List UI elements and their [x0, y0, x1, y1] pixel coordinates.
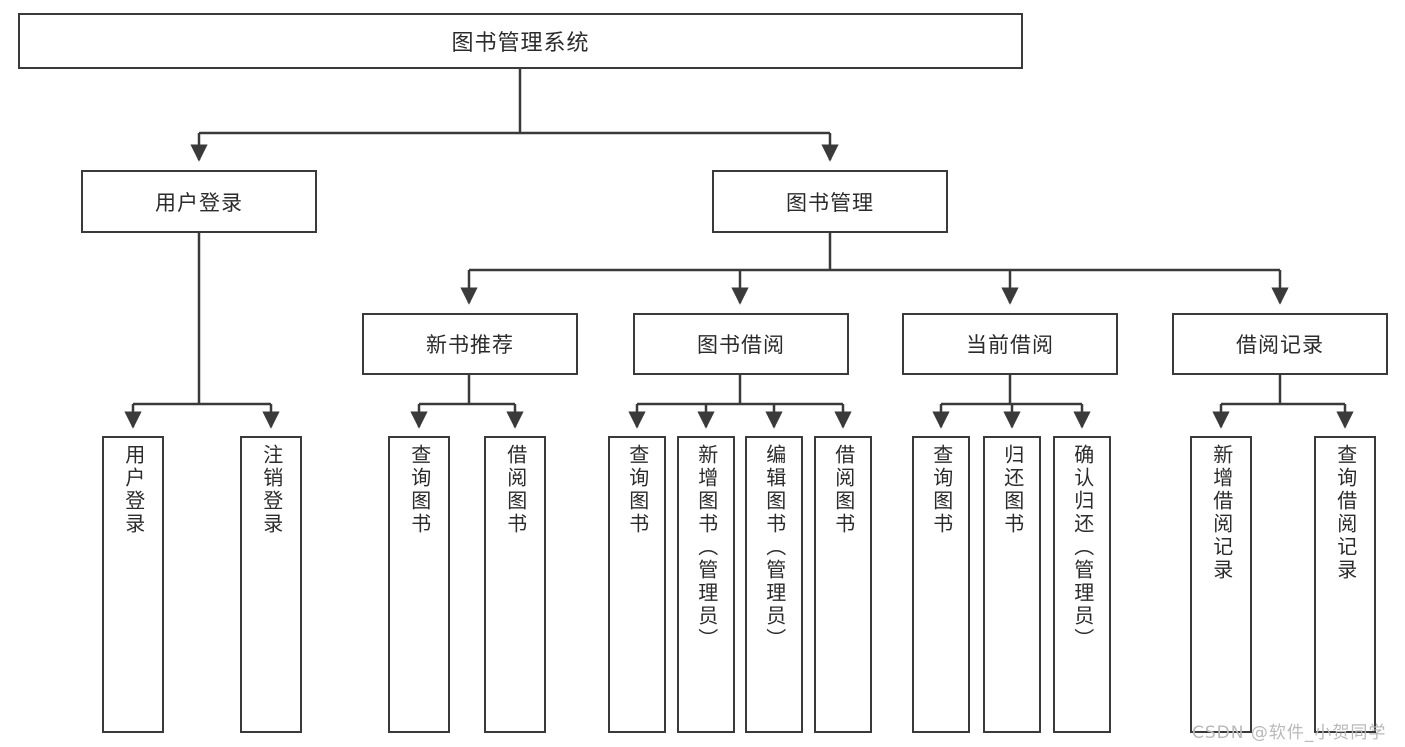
node-leaf-borrow-book-2[interactable]: 借阅图书: [814, 436, 872, 733]
node-book-manage[interactable]: 图书管理: [712, 170, 948, 233]
node-label: 注销登录: [259, 444, 284, 536]
node-label: 查询借阅记录: [1333, 444, 1358, 582]
node-label: 查询图书: [929, 444, 954, 536]
node-label: 新增借阅记录: [1209, 444, 1234, 582]
node-root-system[interactable]: 图书管理系统: [18, 13, 1023, 69]
node-label: 归还图书: [1000, 444, 1025, 536]
node-leaf-logout-login[interactable]: 注销登录: [240, 436, 302, 733]
node-leaf-query-record[interactable]: 查询借阅记录: [1314, 436, 1376, 733]
node-label: 图书借阅: [697, 333, 785, 357]
node-label: 查询图书: [625, 444, 650, 536]
node-leaf-edit-book[interactable]: 编辑图书（管理员）: [745, 436, 803, 733]
node-label: 用户登录: [155, 190, 243, 215]
node-label: 图书管理: [786, 190, 874, 215]
node-current-borrow[interactable]: 当前借阅: [902, 313, 1118, 375]
node-label: 查询图书: [407, 444, 432, 536]
node-leaf-confirm-return[interactable]: 确认归还（管理员）: [1053, 436, 1111, 733]
node-label: 新增图书（管理员）: [694, 444, 719, 651]
node-label: 借阅记录: [1236, 333, 1324, 357]
node-leaf-return-book[interactable]: 归还图书: [983, 436, 1041, 733]
node-leaf-add-record[interactable]: 新增借阅记录: [1190, 436, 1252, 733]
node-leaf-query-book-3[interactable]: 查询图书: [912, 436, 970, 733]
node-label: 新书推荐: [426, 333, 514, 357]
node-leaf-user-login[interactable]: 用户登录: [102, 436, 164, 733]
node-label: 用户登录: [121, 444, 146, 536]
node-label: 当前借阅: [966, 333, 1054, 357]
node-borrow-record[interactable]: 借阅记录: [1172, 313, 1388, 375]
node-label: 借阅图书: [503, 444, 528, 536]
node-leaf-query-book-2[interactable]: 查询图书: [608, 436, 666, 733]
node-leaf-add-book[interactable]: 新增图书（管理员）: [677, 436, 735, 733]
node-label: 确认归还（管理员）: [1070, 444, 1095, 651]
node-book-borrow[interactable]: 图书借阅: [633, 313, 849, 375]
node-label: 编辑图书（管理员）: [762, 444, 787, 651]
node-new-book-recommend[interactable]: 新书推荐: [362, 313, 578, 375]
node-leaf-query-book-1[interactable]: 查询图书: [388, 436, 450, 733]
node-user-login[interactable]: 用户登录: [81, 170, 317, 233]
node-leaf-borrow-book-1[interactable]: 借阅图书: [484, 436, 546, 733]
node-label: 图书管理系统: [451, 31, 590, 56]
node-label: 借阅图书: [831, 444, 856, 536]
